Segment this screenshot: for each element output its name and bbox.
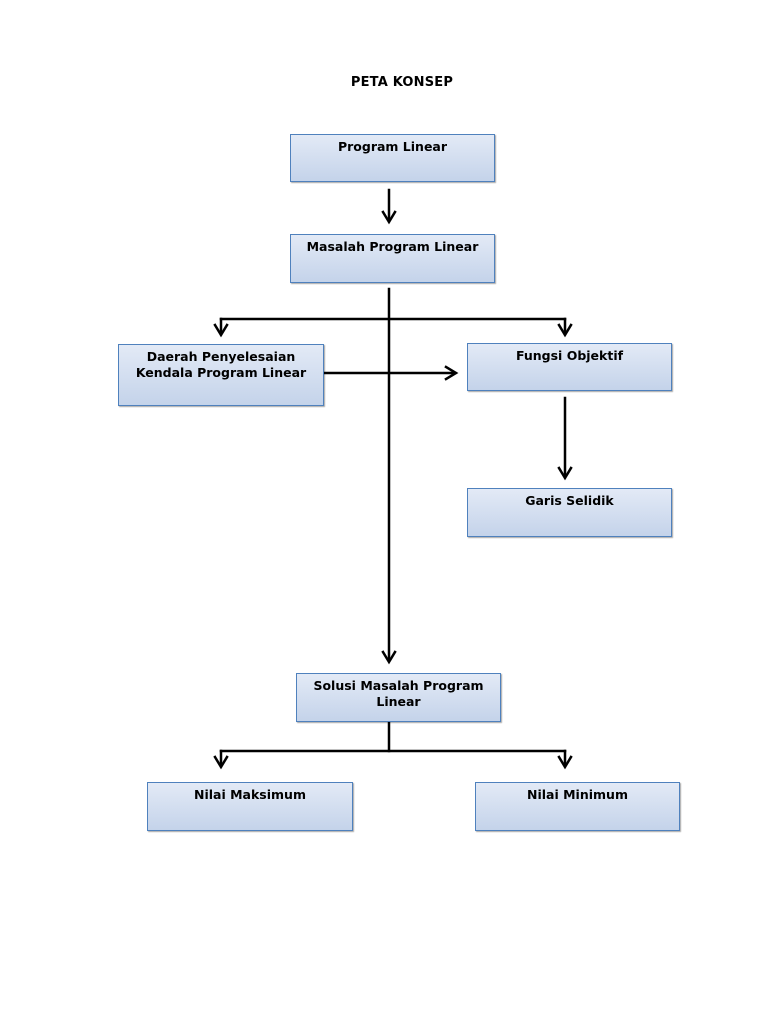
node-fungsi-objektif-label: Fungsi Objektif — [515, 348, 624, 363]
arrowhead-solusi — [381, 650, 397, 665]
node-garis-selidik: Garis Selidik — [467, 488, 672, 537]
node-solusi-masalah-label: Solusi Masalah Program Linear — [313, 678, 484, 709]
node-nilai-maksimum-label: Nilai Maksimum — [194, 787, 306, 802]
node-nilai-maksimum: Nilai Maksimum — [147, 782, 353, 831]
arrowhead-garis — [557, 466, 573, 481]
node-garis-selidik-label: Garis Selidik — [525, 493, 614, 508]
arrowhead-minimum — [557, 755, 573, 770]
arrowhead-masalah — [381, 210, 397, 225]
node-program-linear-label: Program Linear — [337, 139, 448, 154]
node-fungsi-objektif: Fungsi Objektif — [467, 343, 672, 391]
page-title: PETA KONSEP — [350, 75, 454, 90]
arrowhead-maksimum — [213, 755, 229, 770]
node-program-linear: Program Linear — [290, 134, 495, 182]
node-nilai-minimum: Nilai Minimum — [475, 782, 680, 831]
arrowhead-daerah — [213, 323, 229, 338]
arrowhead-fungsi — [557, 323, 573, 338]
node-solusi-masalah: Solusi Masalah Program Linear — [296, 673, 501, 722]
node-nilai-minimum-label: Nilai Minimum — [527, 787, 628, 802]
node-masalah-program-linear-label: Masalah Program Linear — [306, 239, 479, 254]
node-daerah-penyelesaian: Daerah Penyelesaian Kendala Program Line… — [118, 344, 324, 406]
arrowhead-fungsi-side — [444, 365, 459, 381]
node-masalah-program-linear: Masalah Program Linear — [290, 234, 495, 283]
node-daerah-penyelesaian-label: Daerah Penyelesaian Kendala Program Line… — [135, 349, 307, 380]
